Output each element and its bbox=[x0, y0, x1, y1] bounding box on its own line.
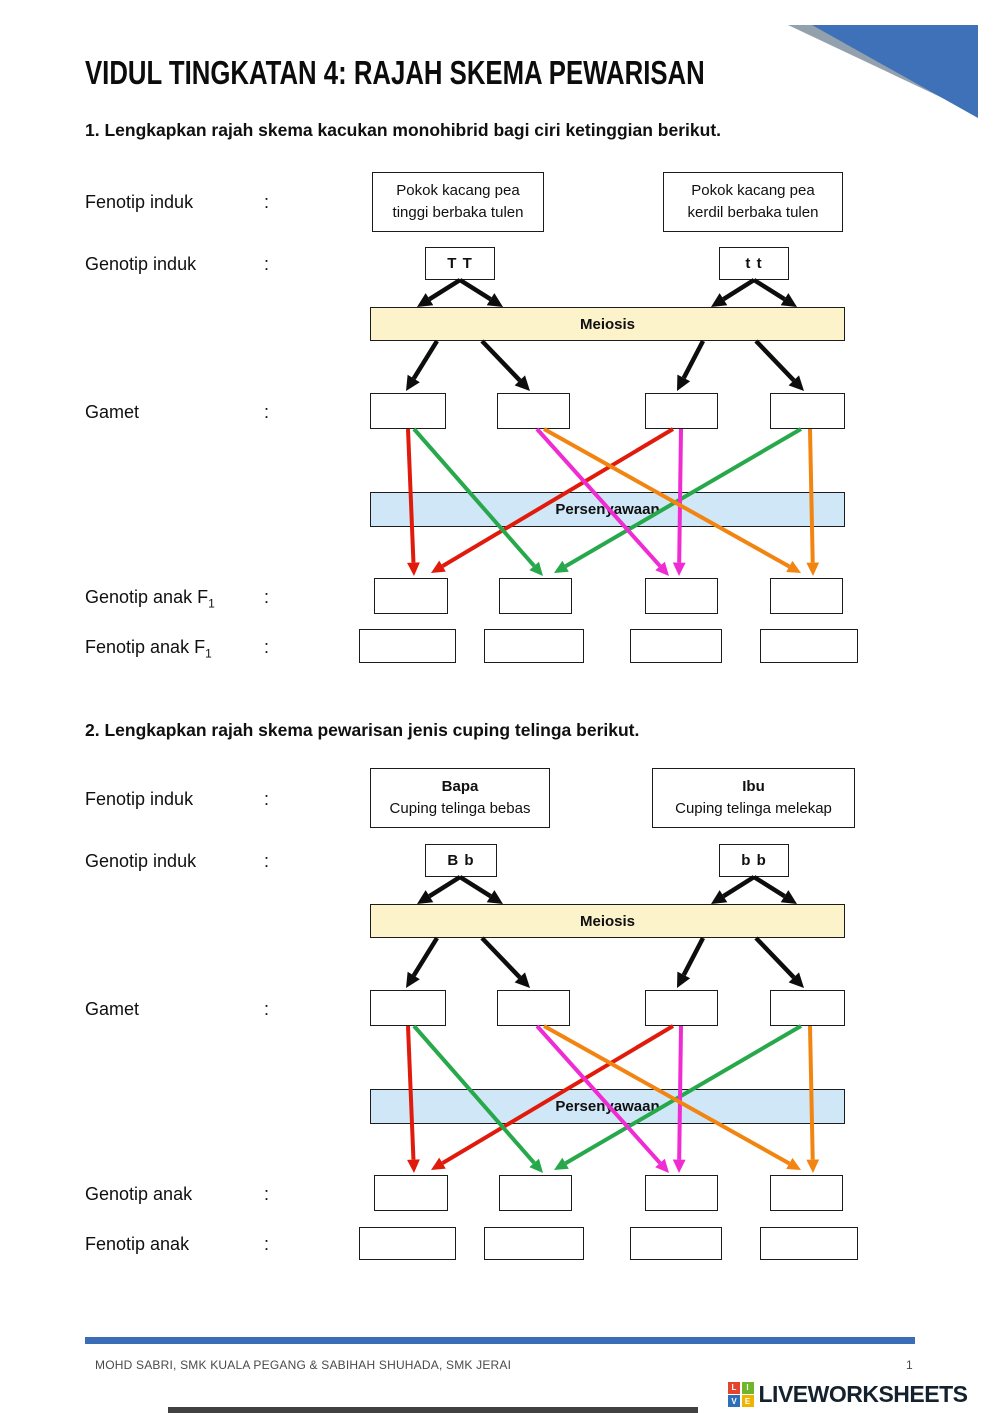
label-s2-gamet: Gamet bbox=[85, 999, 140, 1019]
colon: : bbox=[264, 192, 270, 212]
s2-phenotype-child-answer-box-3[interactable] bbox=[630, 1227, 722, 1260]
page-edge-artifact bbox=[168, 1407, 698, 1413]
parent-phenotype-line2: tinggi berbaka tulen bbox=[392, 204, 524, 221]
label-text: Genotip anak F bbox=[85, 587, 209, 607]
parent-phenotype-line2: kerdil berbaka tulen bbox=[687, 204, 819, 221]
s2-genotype-child-answer-box-1[interactable] bbox=[374, 1175, 448, 1211]
s1-meiosis-bar: Meiosis bbox=[370, 307, 845, 341]
s2-phenotype-child-answer-box-2[interactable] bbox=[484, 1227, 584, 1260]
colon: : bbox=[264, 789, 270, 809]
s1-parent-phenotype-box-right: Pokok kacang pea kerdil berbaka tulen bbox=[663, 172, 843, 232]
corner-triangle-blue bbox=[812, 25, 978, 118]
meiosis-label: Meiosis bbox=[579, 912, 636, 930]
s2-gamete-answer-box-1[interactable] bbox=[370, 990, 446, 1026]
label-s2-fenotip-anak: Fenotip anak bbox=[85, 1234, 190, 1254]
s2-genotype-box-right: b b bbox=[719, 844, 789, 877]
s2-genotype-child-answer-box-3[interactable] bbox=[645, 1175, 718, 1211]
liveworksheets-logo[interactable]: L I V E LIVEWORKSHEETS bbox=[728, 1381, 968, 1408]
s1-phenotype-child-answer-box-3[interactable] bbox=[630, 629, 722, 663]
colon: : bbox=[264, 1184, 270, 1204]
logo-square-v: V bbox=[728, 1395, 740, 1408]
label-s1-genotip-induk: Genotip induk bbox=[85, 254, 197, 274]
liveworksheets-logo-text: LIVEWORKSHEETS bbox=[758, 1381, 968, 1407]
liveworksheets-logo-icon: L I V E bbox=[728, 1381, 754, 1408]
s1-genotype-box-left: T T bbox=[425, 247, 495, 280]
s1-persenyawaan-bar: Persenyawaan bbox=[370, 492, 845, 527]
footer-credit: MOHD SABRI, SMK KUALA PEGANG & SABIHAH S… bbox=[95, 1358, 512, 1372]
colon: : bbox=[264, 254, 270, 274]
s2-phenotype-child-answer-box-1[interactable] bbox=[359, 1227, 456, 1260]
corner-triangle-gray bbox=[788, 25, 968, 110]
genotype-text: T T bbox=[447, 255, 473, 272]
parent-phenotype-line1: Pokok kacang pea bbox=[691, 181, 815, 199]
s2-genotype-child-answer-box-4[interactable] bbox=[770, 1175, 843, 1211]
genotype-text: B b bbox=[447, 852, 475, 869]
persenyawaan-label: Persenyawaan bbox=[555, 501, 660, 518]
label-s1-fenotip-induk: Fenotip induk bbox=[85, 192, 194, 212]
s1-genotype-child-answer-box-1[interactable] bbox=[374, 578, 448, 614]
label-s1-fenotip-anak-f1: Fenotip anak F1 bbox=[85, 637, 212, 661]
logo-square-l: L bbox=[728, 1381, 740, 1394]
logo-square-e: E bbox=[741, 1395, 754, 1408]
s2-genotype-box-left: B b bbox=[425, 844, 497, 877]
meiosis-label: Meiosis bbox=[579, 315, 636, 333]
s2-genotype-child-answer-box-2[interactable] bbox=[499, 1175, 572, 1211]
s1-gamete-answer-box-1[interactable] bbox=[370, 393, 446, 429]
label-s2-genotip-anak: Genotip anak bbox=[85, 1184, 193, 1204]
s2-meiosis-bar: Meiosis bbox=[370, 904, 845, 938]
label-s1-genotip-anak-f1: Genotip anak F1 bbox=[85, 587, 215, 611]
s1-gamete-answer-box-3[interactable] bbox=[645, 393, 718, 429]
label-subscript: 1 bbox=[208, 596, 215, 611]
s1-genotype-box-right: t t bbox=[719, 247, 789, 280]
s2-gamete-answer-box-3[interactable] bbox=[645, 990, 718, 1026]
footer-page-number: 1 bbox=[906, 1358, 913, 1372]
s1-gamete-answer-box-4[interactable] bbox=[770, 393, 845, 429]
label-s2-genotip-induk: Genotip induk bbox=[85, 851, 197, 871]
colon: : bbox=[264, 587, 270, 607]
s2-phenotype-child-answer-box-4[interactable] bbox=[760, 1227, 858, 1260]
s1-gamete-answer-box-2[interactable] bbox=[497, 393, 570, 429]
page-title: VIDUL TINGKATAN 4: RAJAH SKEMA PEWARISAN bbox=[85, 54, 705, 91]
persenyawaan-label: Persenyawaan bbox=[555, 1098, 660, 1115]
s1-genotype-child-answer-box-3[interactable] bbox=[645, 578, 718, 614]
s2-gamete-answer-box-2[interactable] bbox=[497, 990, 570, 1026]
s1-parent-phenotype-box-left: Pokok kacang pea tinggi berbaka tulen bbox=[372, 172, 544, 232]
section-1-heading: 1. Lengkapkan rajah skema kacukan monohi… bbox=[85, 120, 722, 140]
colon: : bbox=[264, 999, 270, 1019]
colon: : bbox=[264, 637, 270, 657]
parent-phenotype-line2: Cuping telinga melekap bbox=[675, 800, 832, 817]
s2-gamete-answer-box-4[interactable] bbox=[770, 990, 845, 1026]
parent-phenotype-line1: Pokok kacang pea bbox=[396, 181, 520, 199]
s1-phenotype-child-answer-box-4[interactable] bbox=[760, 629, 858, 663]
genotype-text: t t bbox=[745, 255, 763, 272]
logo-square-i: I bbox=[741, 1381, 754, 1394]
s1-genotype-child-answer-box-4[interactable] bbox=[770, 578, 843, 614]
s1-phenotype-child-answer-box-1[interactable] bbox=[359, 629, 456, 663]
s2-persenyawaan-bar: Persenyawaan bbox=[370, 1089, 845, 1124]
s1-genotype-child-answer-box-2[interactable] bbox=[499, 578, 572, 614]
colon: : bbox=[264, 1234, 270, 1254]
footer-divider bbox=[85, 1337, 915, 1344]
parent-phenotype-line2: Cuping telinga bebas bbox=[389, 800, 531, 817]
s1-phenotype-child-answer-box-2[interactable] bbox=[484, 629, 584, 663]
genotype-text: b b bbox=[741, 852, 767, 869]
corner-decoration bbox=[788, 25, 978, 118]
label-subscript: 1 bbox=[205, 646, 212, 661]
colon: : bbox=[264, 402, 270, 422]
parent-phenotype-line1: Ibu bbox=[742, 777, 765, 795]
label-s1-gamet: Gamet bbox=[85, 402, 140, 422]
label-text: Fenotip anak F bbox=[85, 637, 206, 657]
section-2-heading: 2. Lengkapkan rajah skema pewarisan jeni… bbox=[85, 720, 640, 740]
colon: : bbox=[264, 851, 270, 871]
parent-phenotype-line1: Bapa bbox=[441, 777, 479, 795]
label-s2-fenotip-induk: Fenotip induk bbox=[85, 789, 194, 809]
